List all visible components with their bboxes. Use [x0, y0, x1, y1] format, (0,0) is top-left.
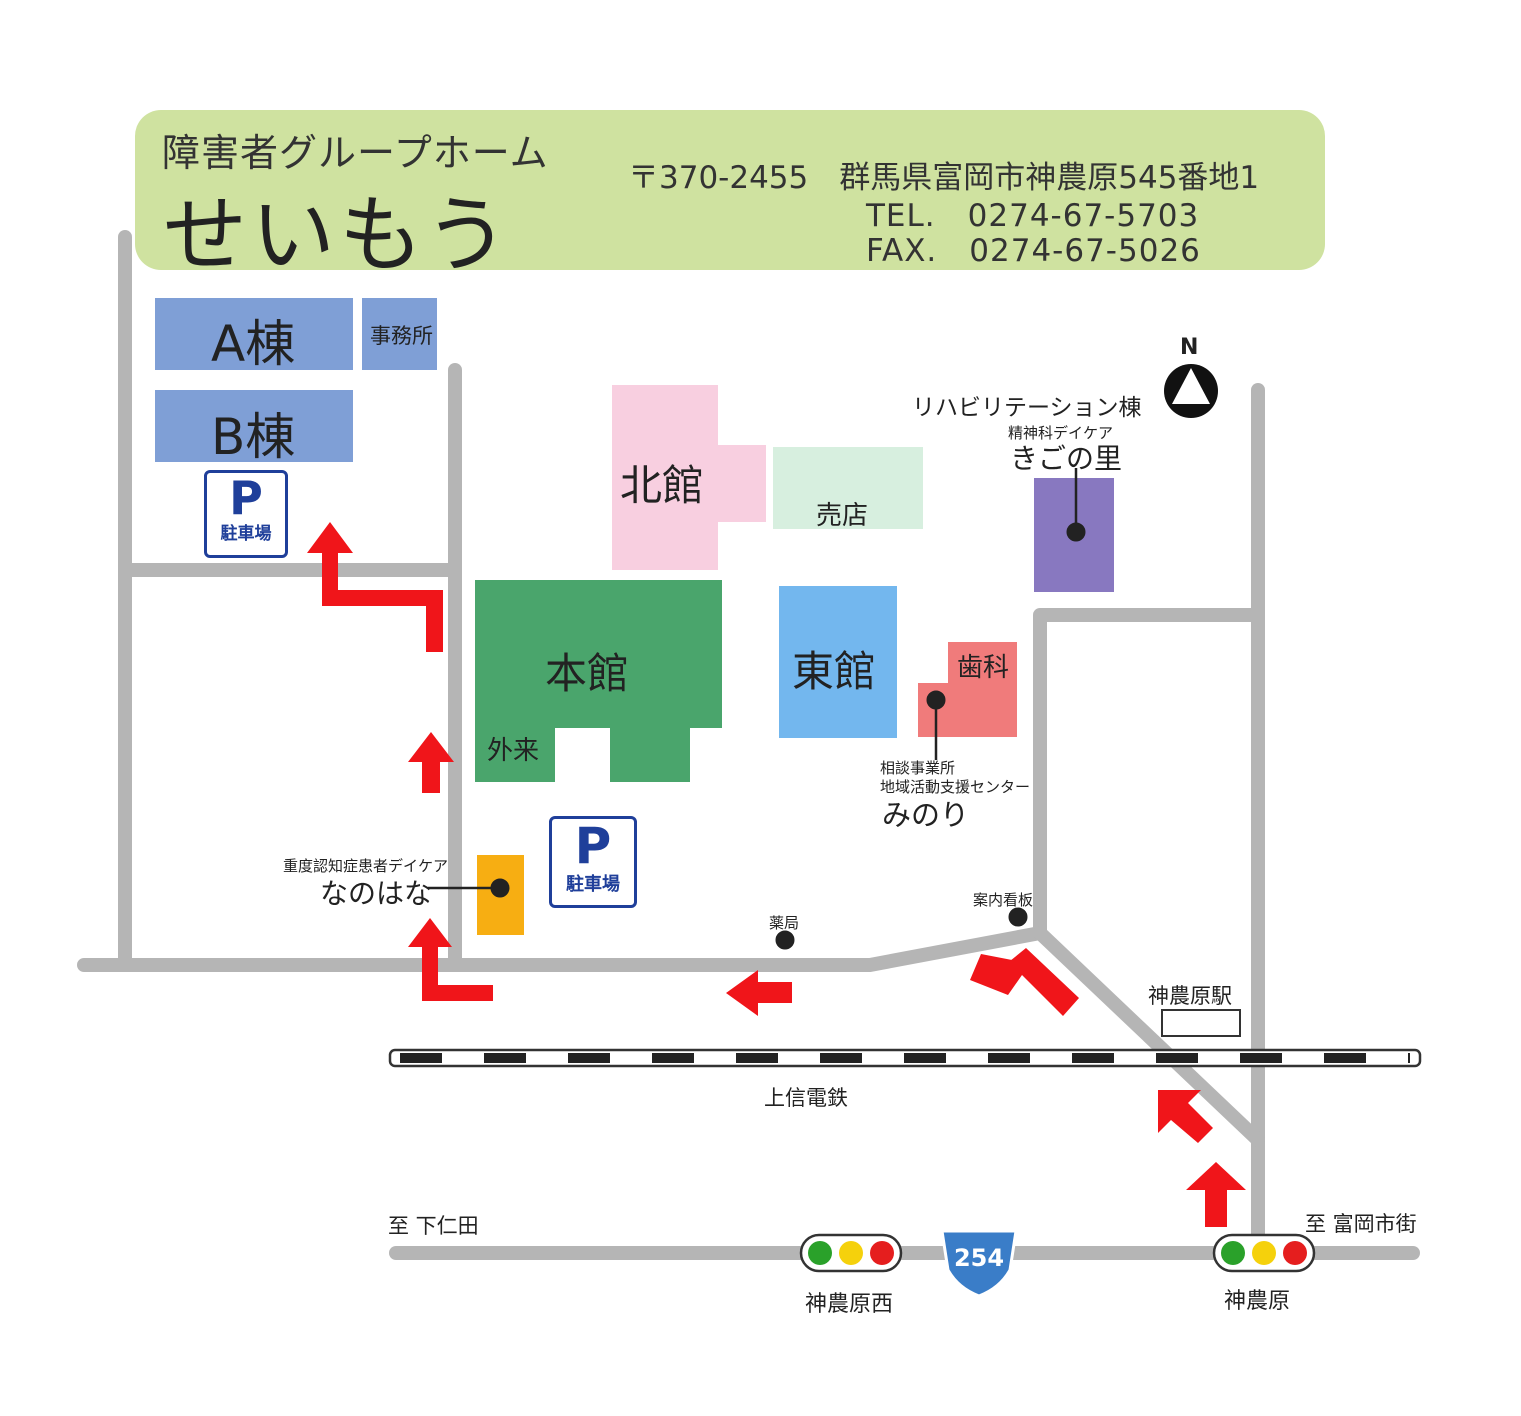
road-east-loop — [1033, 608, 1265, 940]
route-arrow-6 — [408, 732, 454, 793]
dental-block — [918, 642, 1017, 737]
compass-north-label: N — [1180, 335, 1199, 360]
route-arrows — [307, 522, 1246, 1227]
tel-text: TEL. 0274-67-5703 — [866, 198, 1200, 234]
railway-track — [388, 1048, 1422, 1068]
east-hall-block — [779, 586, 897, 738]
b-wing-label: B棟 — [211, 408, 296, 466]
location-markers — [428, 468, 1086, 950]
road-network — [77, 230, 1420, 1260]
route-arrow-3 — [970, 948, 1079, 1016]
main-hall-label: 本館 — [545, 649, 630, 698]
minori-caption-1: 相談事業所 — [880, 759, 956, 777]
north-hall-annex — [718, 445, 766, 522]
kigo-marker — [1066, 522, 1086, 542]
minori-name: みのり — [882, 798, 970, 832]
station-building — [1161, 1009, 1241, 1037]
road-diagonal — [1033, 926, 1265, 1147]
parking-label: 駐車場 — [566, 874, 620, 895]
route-number: 254 — [954, 1244, 1004, 1272]
parking-icon: P — [574, 817, 612, 875]
a-wing-label: A棟 — [211, 315, 296, 373]
address-text: 〒370-2455 群馬県富岡市神農原545番地1 — [628, 160, 1260, 196]
north-compass-icon — [1164, 364, 1218, 418]
outpatient-label: 外来 — [487, 736, 540, 766]
north-hall-block — [612, 385, 718, 570]
direction-east-label: 至 富岡市街 — [1305, 1212, 1417, 1236]
direction-west-label: 至 下仁田 — [388, 1214, 479, 1238]
pharmacy-marker — [775, 930, 795, 950]
station-label: 神農原駅 — [1148, 984, 1232, 1008]
traffic-signal-west-icon — [799, 1233, 903, 1273]
pharmacy-label: 薬局 — [769, 914, 800, 932]
signboard-marker — [1008, 907, 1028, 927]
signal-west-label: 神農原西 — [805, 1292, 894, 1317]
north-hall-label: 北館 — [620, 461, 705, 510]
road-main-local — [77, 926, 1047, 972]
office-block — [362, 298, 437, 370]
header-subtitle: 障害者グループホーム — [162, 131, 549, 175]
parking-label: 駐車場 — [220, 524, 272, 544]
nanohana-name: なのはな — [320, 877, 433, 910]
route-shield-icon: 254 — [940, 1229, 1018, 1298]
parking-sign-south: P 駐車場 — [549, 816, 637, 908]
signal-east-label: 神農原 — [1224, 1289, 1291, 1314]
shop-label: 売店 — [816, 501, 869, 531]
traffic-signal-east-icon — [1212, 1233, 1316, 1273]
minori-marker — [926, 690, 946, 710]
route-arrow-7 — [307, 522, 443, 652]
railway-line-label: 上信電鉄 — [764, 1086, 848, 1110]
shop-block — [773, 447, 923, 529]
kigo-name: きごの里 — [1010, 442, 1123, 475]
route-arrow-2 — [1158, 1090, 1213, 1143]
fax-text: FAX. 0274-67-5026 — [866, 233, 1201, 269]
signboard-label: 案内看板 — [973, 891, 1034, 909]
kigo-caption: 精神科デイケア — [1008, 424, 1114, 442]
nanohana-caption: 重度認知症患者デイケア — [283, 857, 449, 875]
route-arrow-4 — [726, 970, 792, 1016]
route-arrow-5 — [408, 918, 493, 1001]
header-banner — [135, 110, 1325, 270]
parking-sign-north: P 駐車場 — [204, 470, 288, 558]
office-label: 事務所 — [370, 324, 433, 348]
east-hall-label: 東館 — [792, 647, 877, 696]
main-hall-block — [475, 580, 722, 782]
dental-label: 歯科 — [957, 653, 1010, 683]
parking-icon: P — [229, 471, 263, 525]
nanohana-marker — [490, 878, 510, 898]
a-wing-block — [155, 298, 353, 370]
facility-name: せいもう — [163, 186, 513, 284]
route-arrow-1 — [1186, 1162, 1246, 1227]
minori-caption-2: 地域活動支援センター — [880, 778, 1031, 796]
rehab-label: リハビリテーション棟 — [912, 395, 1142, 421]
b-wing-block — [155, 390, 353, 462]
